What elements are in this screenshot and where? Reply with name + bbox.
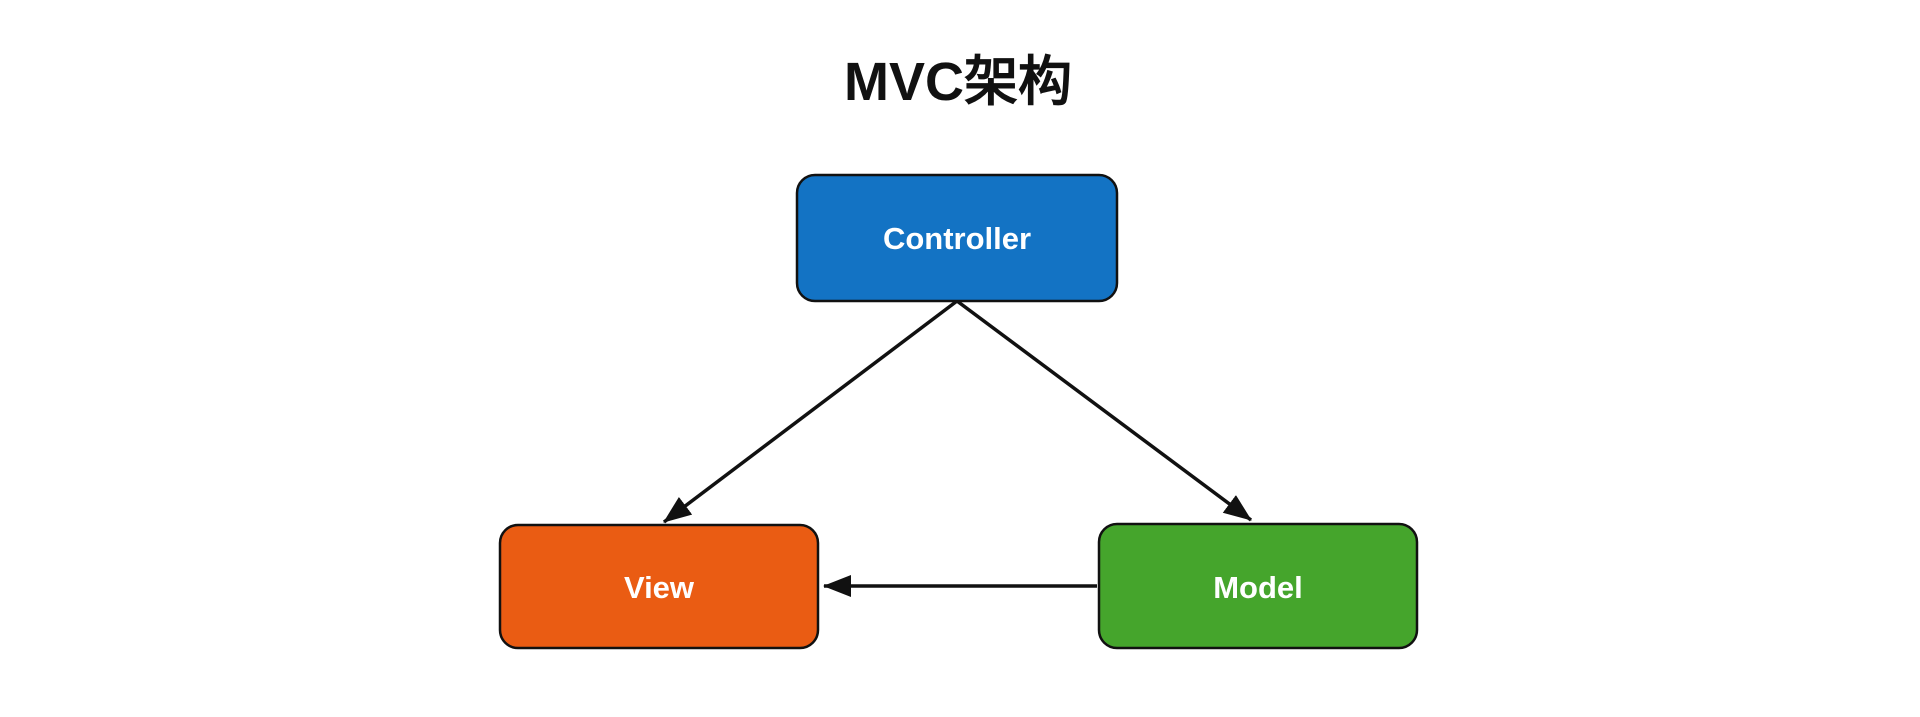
edge-controller-to-view — [662, 299, 959, 524]
node-controller: Controller — [795, 173, 1119, 303]
node-view: View — [498, 523, 820, 650]
model-label: Model — [1213, 570, 1303, 605]
edge-controller-to-model — [955, 299, 1253, 522]
diagram-title: MVC架构 — [844, 52, 1072, 112]
node-model: Model — [1097, 522, 1419, 650]
model-box — [1097, 522, 1419, 650]
controller-label: Controller — [883, 221, 1031, 256]
view-box — [498, 523, 820, 650]
controller-box — [795, 173, 1119, 303]
view-label: View — [624, 570, 695, 605]
